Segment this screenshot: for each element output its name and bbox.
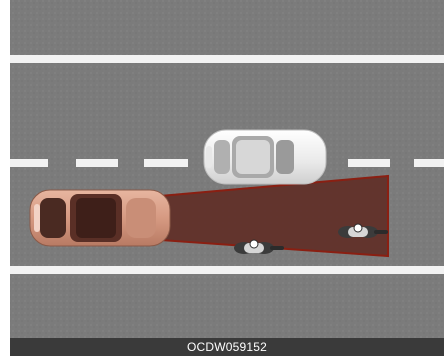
figure-code: OCDW059152 <box>187 340 267 354</box>
bottom-solid-line <box>10 266 444 274</box>
car-rear-view-icon <box>30 190 170 246</box>
left-margin <box>0 0 10 356</box>
car-white-icon <box>204 130 326 184</box>
top-solid-line <box>10 55 444 63</box>
